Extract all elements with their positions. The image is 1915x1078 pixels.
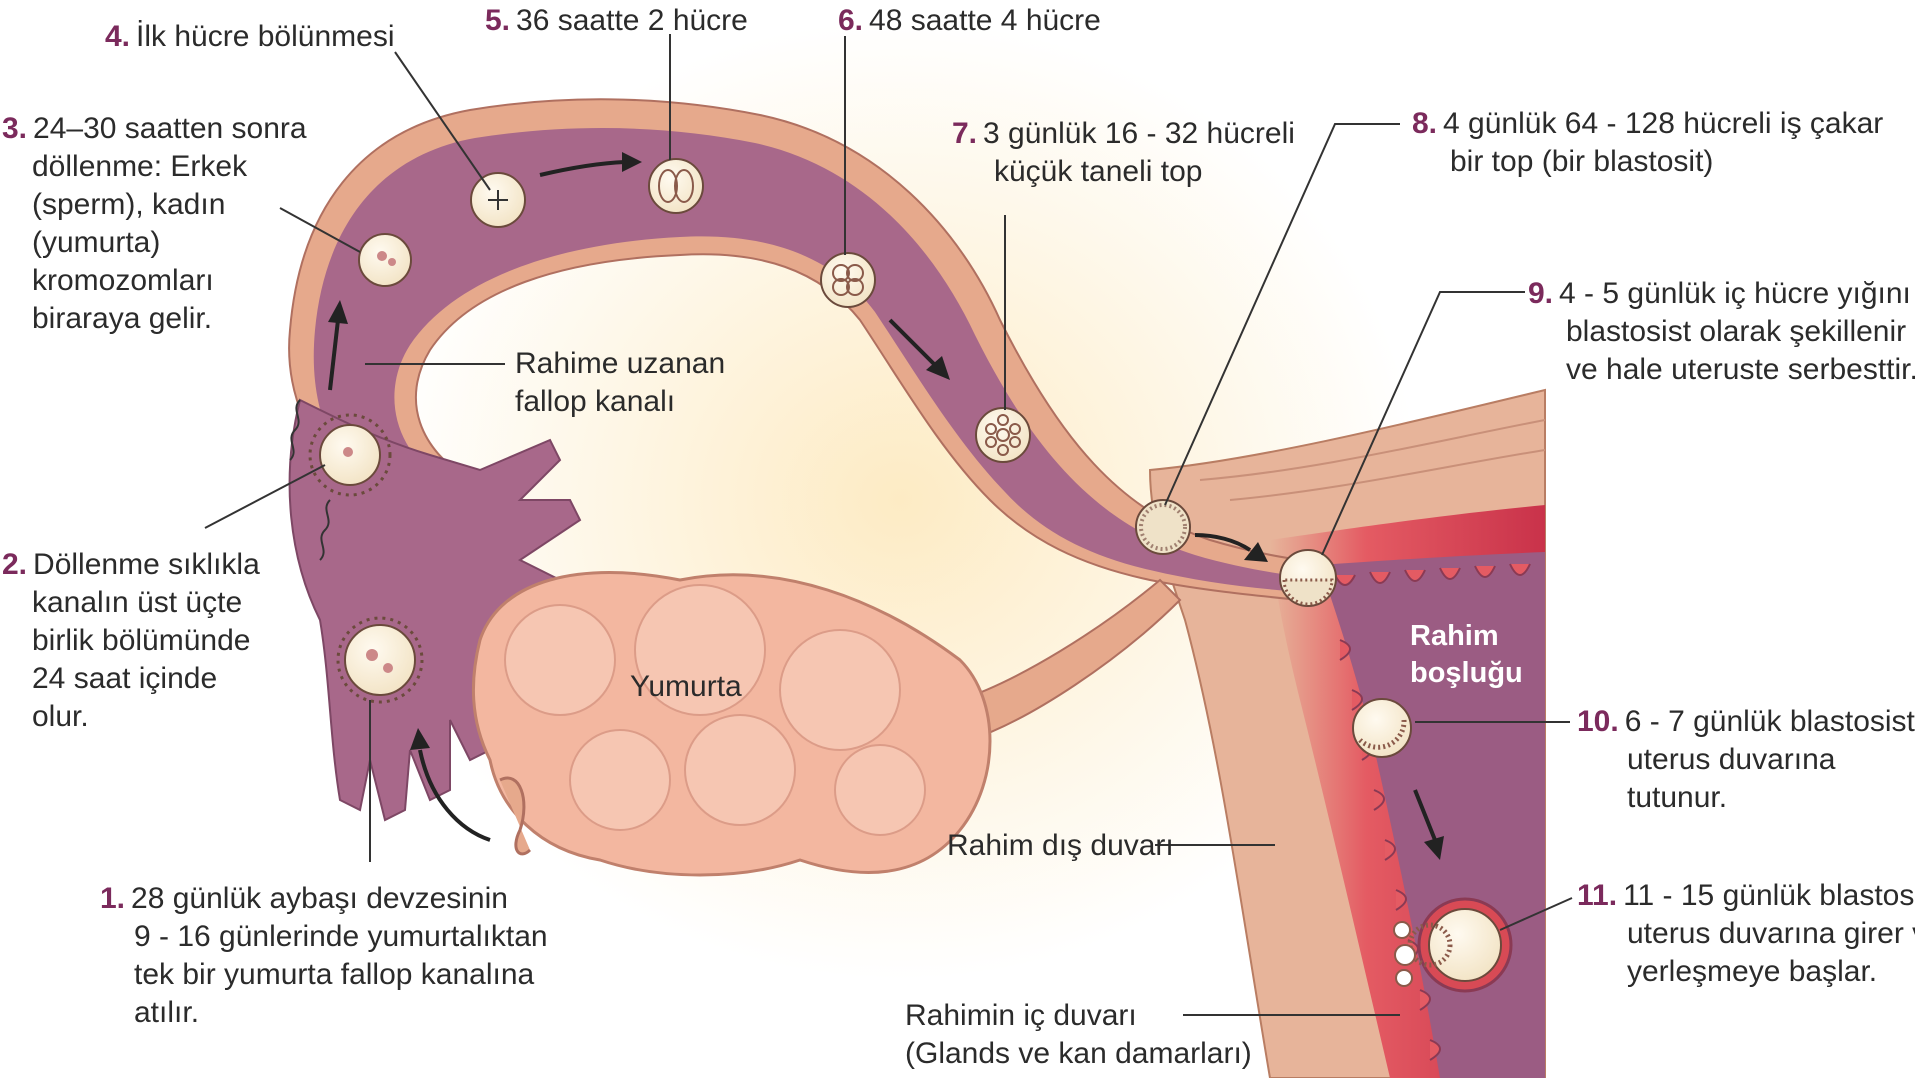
stage-blastocyst-free [1280,550,1336,606]
step-text-11c: yerleşmeye başlar. [1577,953,1915,991]
step-text-3f: biraraya gelir. [2,300,307,338]
step-text-3d: (yumurta) [2,224,307,262]
step-text-7a: 3 günlük 16 - 32 hücreli [983,117,1295,150]
step-text-9b: blastosist olarak şekillenir [1528,313,1915,351]
stage-four-cells [821,253,875,307]
label-inner-wall: Rahimin iç duvarı (Glands ve kan damarla… [905,997,1252,1073]
step-text-9c: ve hale uteruste serbesttir. [1528,351,1915,389]
step-label-7: 7.3 günlük 16 - 32 hücreli küçük taneli … [952,115,1295,191]
step-text-5a: 36 saatte 2 hücre [516,4,748,37]
stage-chromosomes [359,234,411,286]
step-label-8: 8.4 günlük 64 - 128 hücreli iş çakar bir… [1412,105,1883,181]
stage-blastocyst-early [1136,500,1190,554]
step-text-1d: atılır. [100,994,548,1032]
step-text-2d: 24 saat içinde [2,660,260,698]
step-label-11: 11.11 - 15 günlük blastosist uterus duva… [1577,877,1915,991]
step-text-2c: birlik bölümünde [2,622,260,660]
step-number-3: 3. [2,112,27,145]
step-text-9a: 4 - 5 günlük iç hücre yığını [1559,277,1911,310]
step-text-10c: tutunur. [1577,779,1915,817]
step-text-1b: 9 - 16 günlerinde yumurtalıktan [100,918,548,956]
step-label-6: 6.48 saatte 4 hücre [838,2,1101,40]
step-text-8b: bir top (bir blastosit) [1412,143,1883,181]
step-text-10b: uterus duvarına [1577,741,1915,779]
step-number-1: 1. [100,882,125,915]
step-text-1a: 28 günlük aybaşı devzesinin [131,882,508,915]
step-label-10: 10.6 - 7 günlük blastosist uterus duvarı… [1577,703,1915,817]
step-label-4: 4.İlk hücre bölünmesi [105,18,395,56]
step-text-1c: tek bir yumurta fallop kanalına [100,956,548,994]
step-text-7b: küçük taneli top [952,153,1295,191]
step-text-10a: 6 - 7 günlük blastosist [1625,705,1915,738]
step-number-8: 8. [1412,107,1437,140]
step-label-3: 3.24–30 saatten sonra döllenme: Erkek (s… [2,110,307,338]
label-fallopian-tube-1: Rahime uzanan [515,345,725,383]
step-number-5: 5. [485,4,510,37]
step-text-2b: kanalın üst üçte [2,584,260,622]
label-inner-wall-2: (Glands ve kan damarları) [905,1035,1252,1073]
label-fallopian-tube: Rahime uzanan fallop kanalı [515,345,725,421]
step-label-2: 2.Döllenme sıklıkla kanalın üst üçte bir… [2,546,260,736]
step-number-7: 7. [952,117,977,150]
step-label-1: 1.28 günlük aybaşı devzesinin 9 - 16 gün… [100,880,548,1032]
step-text-11a: 11 - 15 günlük blastosist [1623,879,1915,912]
stage-blastocyst-attaching [1353,699,1411,757]
step-number-6: 6. [838,4,863,37]
step-label-9: 9.4 - 5 günlük iç hücre yığını blastosis… [1528,275,1915,389]
step-number-10: 10. [1577,705,1619,738]
label-ovary: Yumurta [630,668,742,706]
step-number-9: 9. [1528,277,1553,310]
stage-morula [976,408,1030,462]
label-uterine-cavity-1: Rahim [1410,618,1523,655]
label-outer-wall-text: Rahim dış duvarı [947,829,1174,862]
step-text-8a: 4 günlük 64 - 128 hücreli iş çakar [1443,107,1883,140]
step-text-3e: kromozomları [2,262,307,300]
step-number-4: 4. [105,20,130,53]
step-text-6a: 48 saatte 4 hücre [869,4,1101,37]
step-number-2: 2. [2,548,27,581]
label-ovary-text: Yumurta [630,670,742,703]
step-text-2e: olur. [2,698,260,736]
label-uterine-cavity: Rahim boşluğu [1410,618,1523,692]
step-label-5: 5.36 saatte 2 hücre [485,2,748,40]
label-outer-wall: Rahim dış duvarı [947,827,1174,865]
step-text-2a: Döllenme sıklıkla [33,548,260,581]
label-fallopian-tube-2: fallop kanalı [515,383,725,421]
step-text-4a: İlk hücre bölünmesi [136,20,394,53]
label-uterine-cavity-2: boşluğu [1410,655,1523,692]
stage-two-cells [649,159,703,213]
step-text-11b: uterus duvarına girer ve [1577,915,1915,953]
step-number-11: 11. [1577,879,1617,912]
step-text-3b: döllenme: Erkek [2,148,307,186]
step-text-3c: (sperm), kadın [2,186,307,224]
step-text-3a: 24–30 saatten sonra [33,112,307,145]
stage-first-division [471,173,525,227]
label-inner-wall-1: Rahimin iç duvarı [905,997,1252,1035]
